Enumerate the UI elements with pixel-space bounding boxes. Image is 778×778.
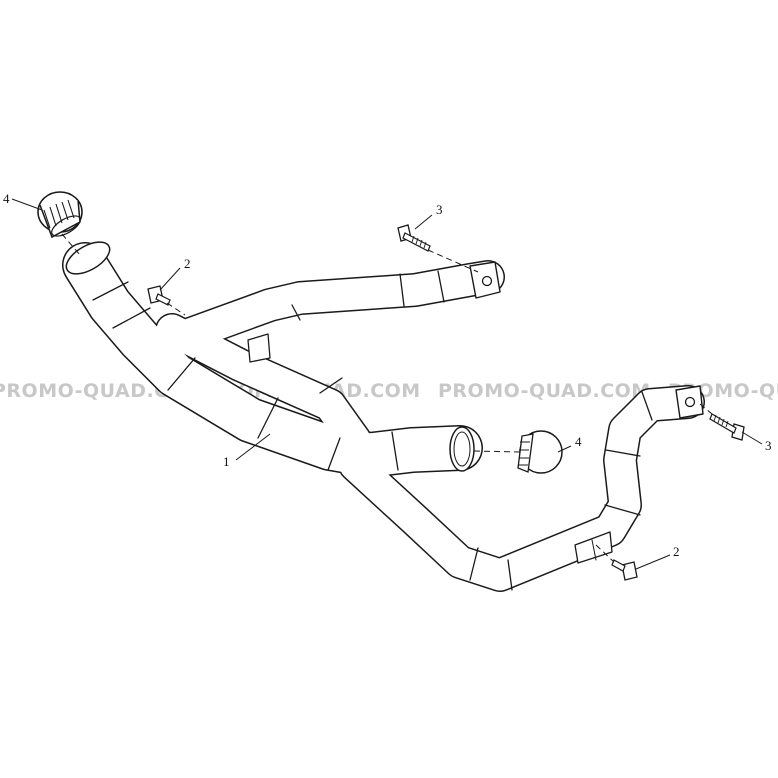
watermark-text-3: PROMO-QUAD.COM: [438, 380, 651, 402]
end-cap-middle: [517, 430, 563, 474]
bolt-top: [397, 224, 431, 252]
rear-flange-tab: [469, 261, 501, 299]
flange-bolt-left: [147, 285, 171, 306]
callout-labels: 4 3 2 1 4 3 2: [3, 191, 772, 559]
end-cap-top: [37, 191, 83, 239]
bolt-right: [709, 413, 745, 441]
callout-2-right: 2: [673, 544, 680, 559]
mid-mounting-bracket: [247, 333, 271, 363]
front-flange-tab: [675, 385, 704, 419]
callout-1: 1: [223, 454, 230, 469]
callout-4-mid: 4: [575, 434, 582, 449]
callout-3-top: 3: [436, 202, 443, 217]
pipe-seams: [92, 270, 653, 591]
assembly-dash-lines: [61, 233, 713, 563]
flange-bolt-right: [611, 559, 638, 581]
exhaust-header-pipe: [62, 241, 705, 592]
callout-4-top: 4: [3, 191, 10, 206]
leader-lines: [11, 198, 763, 570]
pipe-inlet-mouth: [65, 241, 111, 275]
callout-2-left: 2: [184, 256, 191, 271]
callout-3-right: 3: [765, 438, 772, 453]
